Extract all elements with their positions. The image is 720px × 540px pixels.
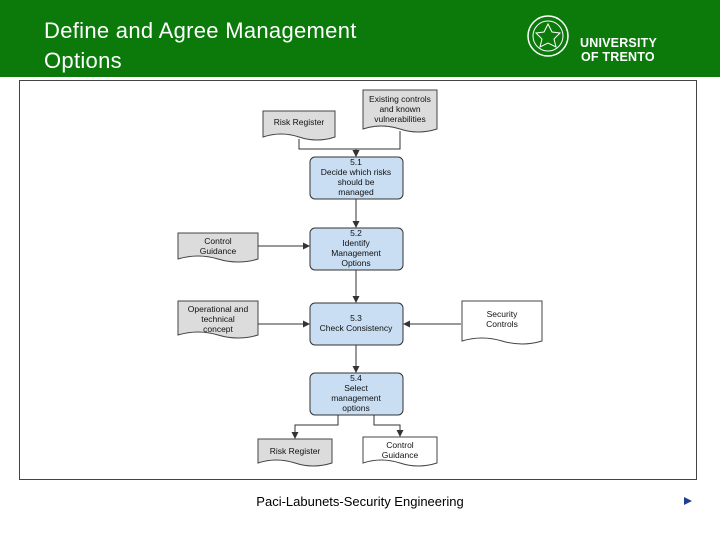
- step-5-3-line1: Check Consistency: [320, 323, 394, 333]
- slide-title: Define and Agree Management Options: [44, 18, 357, 73]
- step-5-4-id: 5.4: [350, 373, 362, 383]
- step-5-2-line2: Management: [331, 248, 381, 258]
- existing-controls-line2: and known: [379, 104, 420, 114]
- slide-header: Define and Agree Management Options UNIV…: [0, 0, 720, 77]
- flow-diagram: Risk Register Existing controls and know…: [177, 89, 543, 467]
- logo-line1: UNIVERSITY: [580, 36, 658, 50]
- control-guidance-output-line2: Guidance: [382, 450, 419, 460]
- operational-line2: technical: [201, 314, 235, 324]
- step-5-2: 5.2 Identify Management Options: [309, 227, 404, 271]
- security-controls-line1: Security: [487, 309, 518, 319]
- risk-register-input-doc: Risk Register: [262, 110, 336, 141]
- risk-register-input-label: Risk Register: [274, 117, 325, 127]
- step-5-3-id: 5.3: [350, 313, 362, 323]
- step-5-1: 5.1 Decide which risks should be managed: [309, 156, 404, 200]
- risk-register-output-label: Risk Register: [270, 446, 321, 456]
- operational-line1: Operational and: [188, 304, 249, 314]
- security-controls-doc: Security Controls: [461, 300, 543, 345]
- operational-line3: concept: [203, 324, 233, 334]
- existing-controls-doc: Existing controls and known vulnerabilit…: [362, 89, 438, 133]
- step-5-2-id: 5.2: [350, 228, 362, 238]
- step-5-4-line2: management: [331, 393, 381, 403]
- step-5-1-id: 5.1: [350, 157, 362, 167]
- step-5-1-line1: Decide which risks: [321, 167, 391, 177]
- control-guidance-output-doc: Control Guidance: [362, 436, 438, 467]
- step-5-4: 5.4 Select management options: [309, 372, 404, 416]
- control-guidance-input-doc: Control Guidance: [177, 232, 259, 263]
- operational-concept-doc: Operational and technical concept: [177, 300, 259, 339]
- step-5-4-line1: Select: [344, 383, 368, 393]
- control-guidance-input-line1: Control: [204, 236, 232, 246]
- next-arrow-icon[interactable]: [684, 497, 692, 505]
- security-controls-line2: Controls: [486, 319, 518, 329]
- step-5-2-line3: Options: [341, 258, 370, 268]
- slide-footer: Paci-Labunets-Security Engineering: [256, 494, 464, 509]
- arrow-5-4-to-guidance: [373, 415, 404, 437]
- step-5-1-line2: should be: [338, 177, 375, 187]
- risk-register-output-doc: Risk Register: [257, 438, 333, 467]
- existing-controls-line3: vulnerabilities: [374, 114, 426, 124]
- arrow-riskreg-to-5-1: [298, 139, 360, 157]
- existing-controls-line1: Existing controls: [369, 94, 431, 104]
- step-5-2-line1: Identify: [342, 238, 370, 248]
- step-5-3: 5.3 Check Consistency: [309, 302, 404, 346]
- logo-line2: OF TRENTO: [581, 50, 655, 64]
- step-5-4-line3: options: [342, 403, 369, 413]
- control-guidance-input-line2: Guidance: [200, 246, 237, 256]
- arrow-5-4-to-riskreg: [291, 415, 339, 439]
- diagram-frame: Risk Register Existing controls and know…: [19, 80, 697, 480]
- step-5-1-line3: managed: [338, 187, 374, 197]
- control-guidance-output-line1: Control: [386, 440, 414, 450]
- university-seal-icon: [527, 15, 569, 57]
- arrow-existing-to-5-1: [352, 131, 401, 157]
